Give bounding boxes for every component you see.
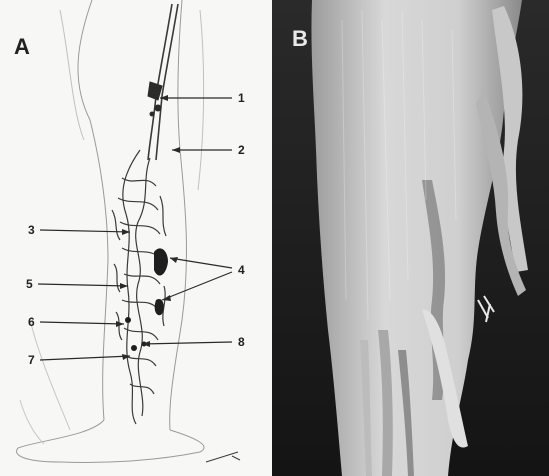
callout-label-4: 4 bbox=[238, 264, 245, 276]
callout-label-8: 8 bbox=[238, 336, 245, 348]
panel-letter-a: A bbox=[14, 34, 30, 60]
callout-label-5: 5 bbox=[26, 278, 33, 290]
leg-outline-front bbox=[170, 0, 187, 430]
perforator-nodes bbox=[125, 248, 168, 351]
panel-a-drawing: A 1 2 3 4 5 6 7 8 bbox=[0, 0, 272, 476]
panel-b-photo: B bbox=[272, 0, 549, 476]
scale-mark bbox=[206, 452, 240, 462]
callout-label-3: 3 bbox=[28, 224, 35, 236]
specimen-photo bbox=[272, 0, 549, 476]
foot-outline bbox=[17, 420, 205, 463]
callout-label-7: 7 bbox=[28, 354, 35, 366]
callout-label-1: 1 bbox=[238, 92, 245, 104]
leg-line-drawing bbox=[0, 0, 272, 476]
callout-label-6: 6 bbox=[28, 316, 35, 328]
panel-letter-b: B bbox=[292, 26, 308, 52]
callout-label-2: 2 bbox=[238, 144, 245, 156]
